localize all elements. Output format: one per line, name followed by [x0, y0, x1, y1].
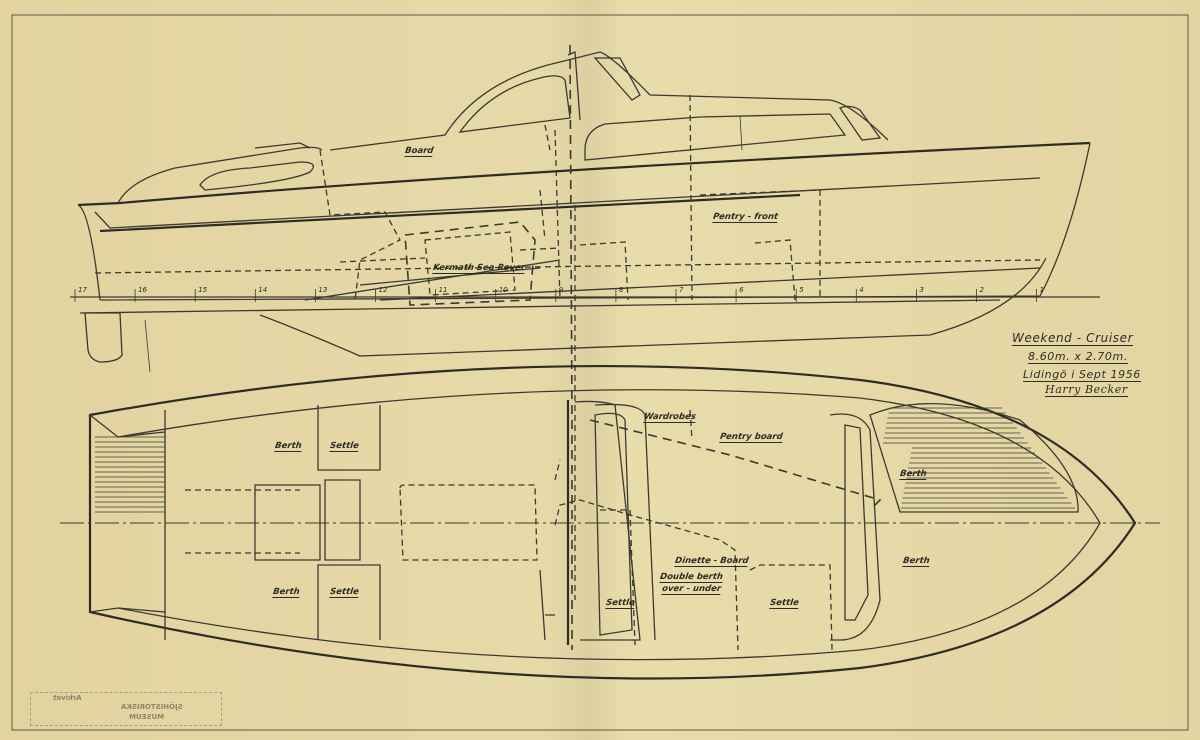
station-number: 16: [138, 286, 148, 294]
station-number: 10: [498, 286, 508, 294]
station-number: 6: [739, 286, 744, 294]
hull-outline-plan: [88, 364, 1137, 680]
drawing-title: Weekend - Cruiser: [1012, 331, 1134, 346]
label-berth-fwd-bottom: Berth: [902, 556, 931, 567]
label-berth-aft-top: Berth: [274, 441, 303, 452]
station-number: 11: [438, 286, 448, 294]
label-berth-fwd-top: Berth: [899, 469, 928, 480]
label-pentry-front: Pentry - front: [712, 212, 779, 223]
station-number: 9: [558, 286, 564, 294]
keel-line: [259, 257, 1047, 357]
label-settle-aft-bottom: Settle: [329, 587, 360, 598]
hull-bottom: [99, 142, 1091, 301]
stamp-line-1: Arkivet: [53, 694, 82, 702]
sheer-line: [77, 141, 1091, 207]
station-number: 2: [979, 286, 984, 294]
label-wardrobes: Wardrobes: [643, 412, 697, 423]
profile-view: [70, 44, 1100, 650]
sheet-border: [11, 14, 1189, 731]
station-number: 12: [378, 286, 388, 294]
station-number: 3: [919, 286, 924, 294]
label-double-berth: Double berth: [659, 572, 724, 583]
station-number: 8: [618, 286, 624, 294]
label-settle-aft-top: Settle: [329, 441, 360, 452]
drawing-place-date: Lidingö i Sept 1956: [1023, 368, 1141, 382]
label-settle-mid: Settle: [605, 598, 636, 609]
label-over-under: over - under: [661, 584, 722, 595]
label-pentry-board: Pentry board: [719, 432, 784, 443]
station-number: 4: [859, 286, 864, 294]
plan-view: [60, 364, 1160, 680]
rudder: [84, 312, 123, 363]
label-berth-aft-bottom: Berth: [272, 587, 301, 598]
station-number: 1: [1039, 286, 1045, 294]
designer-signature: Harry Becker: [1045, 383, 1128, 397]
station-number: 7: [679, 286, 684, 294]
stamp-line-3: MUSEUM: [129, 713, 165, 721]
label-board: Board: [404, 146, 435, 157]
label-dinette: Dinette - Board: [674, 556, 750, 567]
station-number: 14: [258, 286, 268, 294]
station-number: 5: [799, 286, 804, 294]
archive-stamp: Arkivet SJÖHISTORISKA MUSEUM: [30, 692, 222, 726]
stamp-line-2: SJÖHISTORISKA: [121, 703, 183, 711]
label-engine: Kermath Sea Rover: [432, 263, 526, 274]
station-number: 13: [318, 286, 328, 294]
station-number: 15: [198, 286, 208, 294]
station-number: 17: [78, 286, 87, 294]
drawing-dimensions: 8.60m. x 2.70m.: [1028, 350, 1128, 364]
label-settle-fwd: Settle: [769, 598, 800, 609]
